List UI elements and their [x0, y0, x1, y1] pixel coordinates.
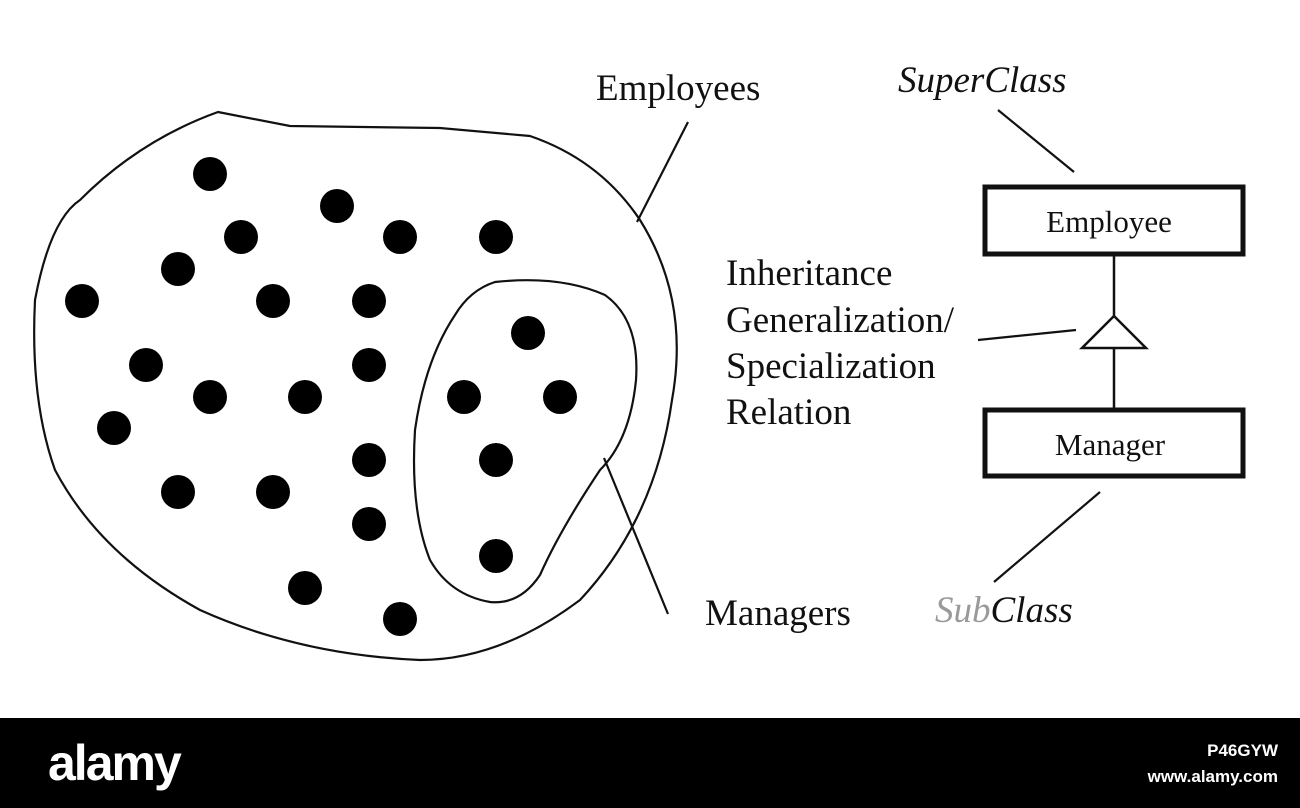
manager-dot — [511, 316, 545, 350]
manager-class-label: Manager — [1055, 427, 1166, 462]
employee-dots — [65, 157, 513, 636]
subclass-label-suffix: Class — [991, 590, 1073, 631]
employee-dot — [224, 220, 258, 254]
manager-dot — [479, 539, 513, 573]
manager-dot — [479, 443, 513, 477]
employees-set-outline — [33, 110, 678, 662]
subclass-label: SubClass — [935, 590, 1073, 631]
manager-class-box — [982, 407, 1246, 479]
employee-dot — [97, 411, 131, 445]
relation-label-specialization: Specialization — [726, 346, 936, 387]
subclass-label-prefix: Sub — [935, 590, 991, 631]
employee-dot — [193, 157, 227, 191]
employee-dot — [352, 348, 386, 382]
employee-dot — [383, 220, 417, 254]
employee-class-box — [982, 184, 1246, 257]
manager-dots — [447, 316, 577, 573]
employee-dot — [65, 284, 99, 318]
stock-footer: alamy P46GYW www.alamy.com — [0, 718, 1300, 808]
employee-dot — [288, 571, 322, 605]
employee-dot — [256, 475, 290, 509]
generalization-triangle — [1078, 314, 1150, 350]
employee-dot — [161, 252, 195, 286]
relation-label-generalization: Generalization/ — [726, 300, 955, 341]
employee-dot — [352, 284, 386, 318]
relation-leader-line — [977, 328, 1077, 342]
superclass-leader-line — [997, 109, 1075, 173]
subclass-leader-line — [993, 491, 1101, 583]
employee-dot — [288, 380, 322, 414]
relation-label-relation: Relation — [726, 392, 851, 433]
employee-dot — [161, 475, 195, 509]
manager-dot — [543, 380, 577, 414]
employee-dot — [129, 348, 163, 382]
managers-label: Managers — [705, 593, 851, 634]
employees-label: Employees — [596, 68, 760, 109]
managers-set-outline — [412, 279, 638, 604]
employee-dot — [320, 189, 354, 223]
employee-dot — [352, 507, 386, 541]
alamy-logo: alamy — [48, 735, 182, 791]
stock-image-id: P46GYW — [1207, 741, 1278, 760]
managers-leader-line — [602, 457, 670, 615]
employee-dot — [193, 380, 227, 414]
stock-url: www.alamy.com — [1147, 767, 1278, 786]
employee-dot — [256, 284, 290, 318]
manager-dot — [447, 380, 481, 414]
inheritance-diagram: Employees Managers Inheritance Generaliz… — [33, 60, 1246, 662]
employee-dot — [352, 443, 386, 477]
employee-dot — [383, 602, 417, 636]
relation-label-inheritance: Inheritance — [726, 253, 892, 294]
employee-class-label: Employee — [1046, 204, 1172, 239]
employees-leader-line — [636, 121, 689, 223]
employee-dot — [479, 220, 513, 254]
superclass-label: SuperClass — [898, 60, 1067, 101]
